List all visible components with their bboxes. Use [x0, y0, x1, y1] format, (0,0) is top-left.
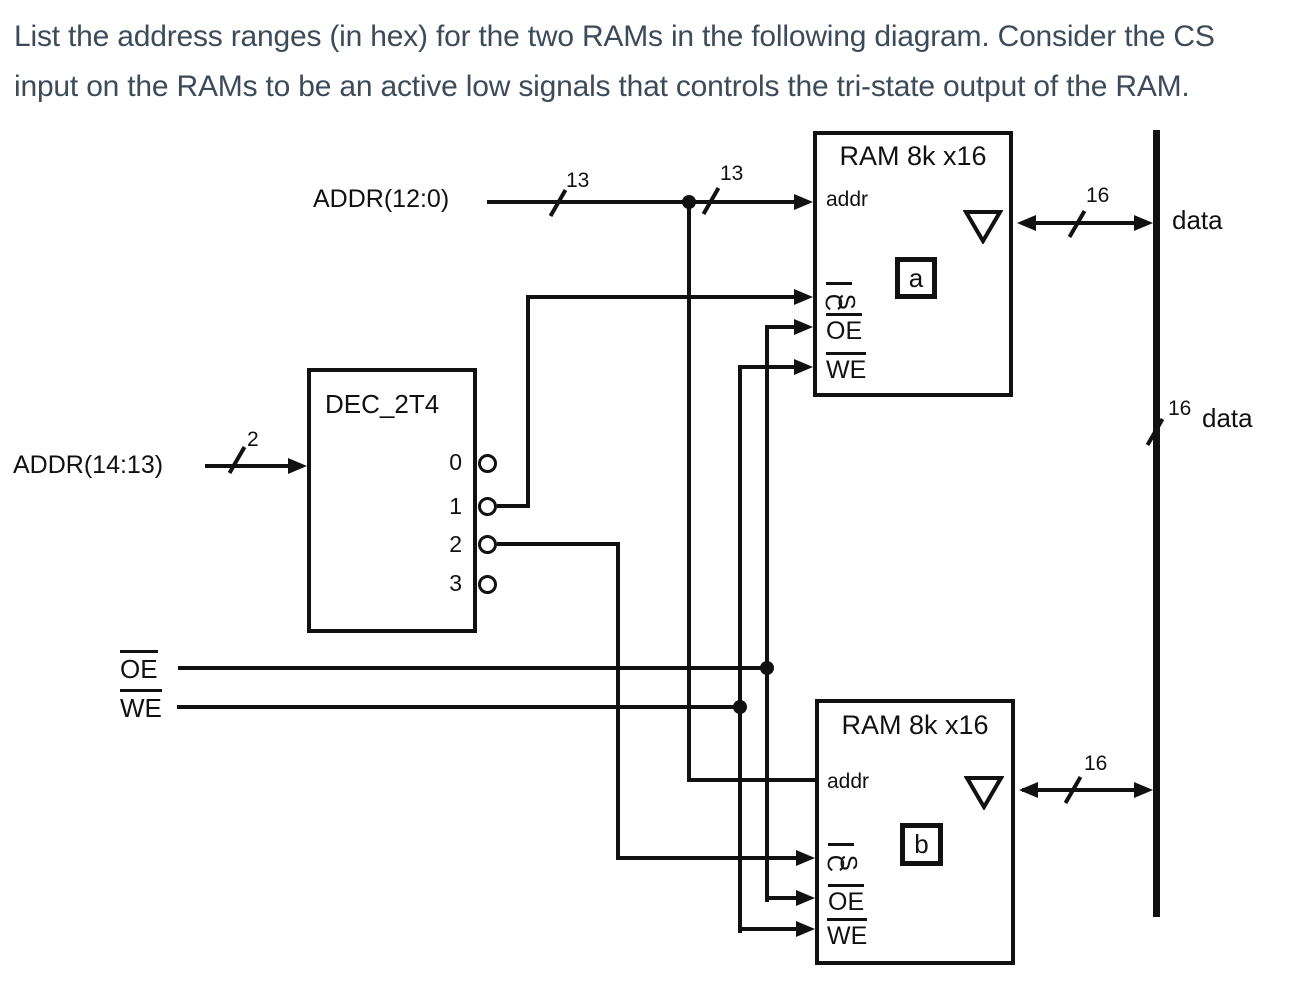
wire-cs-b [616, 856, 798, 860]
we-signal-label: WE [120, 689, 162, 723]
inverter-bubble-icon-3 [478, 575, 497, 594]
arrowhead-data-b-left [1019, 782, 1038, 798]
data-bus-label-mid: data [1202, 403, 1253, 433]
data-bus-line [1153, 130, 1160, 917]
wire-addr-high [205, 464, 292, 468]
wire-oe [178, 666, 769, 670]
wire-dec1-vertical [526, 295, 530, 508]
wire-data-b [1022, 788, 1148, 792]
decoder-title: DEC_2T4 [325, 389, 440, 419]
arrowhead-data-a-right [1134, 215, 1153, 231]
bus-width-data-mid: 16 [1168, 397, 1192, 420]
arrowhead-addr-a [794, 194, 813, 210]
arrowhead-data-a-left [1017, 215, 1036, 231]
arrowhead-cs-a [794, 289, 813, 305]
decoder-output-label-1: 1 [449, 493, 462, 519]
ram-b-we-pin: WE [827, 918, 868, 951]
wire-data-a [1022, 221, 1148, 225]
wire-addr-branch-vertical [687, 202, 691, 782]
question-line-1: List the address ranges (in hex) for the… [14, 20, 1215, 53]
arrowhead-we-a [794, 359, 813, 375]
wire-we-a [738, 365, 797, 369]
ram-b-oe-pin: OE [828, 884, 865, 917]
inverter-bubble-icon-1 [478, 497, 497, 516]
wire-addr-low [487, 200, 797, 204]
ram-b-cs-pin: CS [822, 843, 862, 874]
ram-b-tristate-buffer-icon [964, 776, 1004, 810]
decoder-output-label-3: 3 [449, 570, 462, 596]
oe-signal-label: OE [120, 650, 158, 684]
wire-we-b [738, 927, 799, 931]
wire-oe-vertical [765, 325, 769, 902]
decoder-box [307, 368, 477, 633]
arrowhead-decoder-input [288, 458, 307, 474]
wire-dec2-stub [497, 542, 620, 546]
ram-b-title: RAM 8k x16 [841, 710, 989, 740]
ram-b-tag-box: b [900, 823, 943, 866]
inverter-bubble-icon-2 [478, 535, 497, 554]
ram-a-we-pin: WE [826, 352, 867, 385]
bus-width-slash-addr-high [227, 446, 247, 474]
question-line-2: input on the RAMs to be an active low si… [14, 70, 1190, 103]
wire-cs-a [526, 295, 796, 299]
wire-dec2-vertical [616, 542, 620, 860]
ram-a-tag-box: a [895, 257, 937, 299]
ram-b-addr-pin: addr [827, 770, 870, 793]
ram-b-tag: b [914, 829, 929, 859]
arrowhead-we-b [796, 921, 815, 937]
wire-we [177, 705, 742, 709]
arrowhead-cs-b [796, 850, 815, 866]
wire-we-vertical [738, 365, 742, 933]
decoder-output-label-2: 2 [449, 531, 462, 557]
addr-high-label: ADDR(14:13) [13, 451, 164, 479]
decoder-output-label-0: 0 [449, 449, 462, 475]
addr-low-label: ADDR(12:0) [313, 185, 450, 213]
arrowhead-data-b-right [1134, 782, 1153, 798]
bus-width-addr-low-first: 13 [566, 169, 590, 192]
bus-width-addr-low-second: 13 [720, 162, 744, 185]
wire-oe-a [765, 325, 797, 329]
bus-width-data-bottom: 16 [1084, 752, 1108, 775]
bus-width-data-top: 16 [1086, 184, 1110, 207]
ram-a-tristate-buffer-icon [963, 210, 1003, 244]
ram-a-addr-pin: addr [826, 188, 869, 211]
wire-dec1-stub [497, 504, 530, 508]
ram-a-title: RAM 8k x16 [839, 141, 987, 171]
ram-a-oe-pin: OE [826, 313, 863, 346]
ram-a-cs-pin: CS [820, 282, 860, 313]
bus-width-addr-high: 2 [247, 428, 259, 451]
inverter-bubble-icon-0 [478, 454, 497, 473]
question-text: List the address ranges (in hex) for the… [14, 12, 1215, 112]
wire-oe-b [765, 896, 799, 900]
wire-addr-b [687, 778, 815, 782]
ram-a-tag: a [908, 262, 924, 293]
data-bus-label-top: data [1172, 205, 1223, 235]
arrowhead-oe-b [796, 890, 815, 906]
arrowhead-oe-a [794, 319, 813, 335]
